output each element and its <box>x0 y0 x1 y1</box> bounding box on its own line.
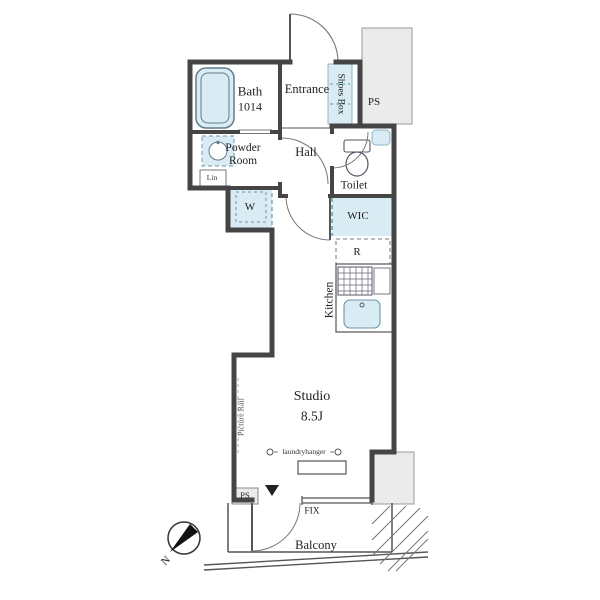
toilet-bowl <box>345 151 369 177</box>
studio-label: Studio <box>293 389 331 405</box>
ps-top-label: PS <box>367 95 381 108</box>
toilet-label: Toilet <box>338 179 370 193</box>
bath-number: 1014 <box>238 99 262 114</box>
balcony-outline <box>227 503 393 553</box>
studio-size: 8.5J <box>300 408 324 424</box>
kitchen-label: Kitchen <box>323 281 336 319</box>
shoes-box-label: Shoes Box <box>335 73 346 115</box>
hall-label: Hall <box>295 145 317 159</box>
pipe-space-bottom <box>371 451 415 505</box>
powder-room-label: Powder Room <box>225 142 261 167</box>
laundry-hook-right <box>334 448 342 456</box>
laundry-hanger-label: laundryhanger <box>280 446 328 457</box>
site-boundary-lines <box>203 551 429 571</box>
bathtub-inner <box>200 72 230 124</box>
wic-label: WIC <box>347 209 369 222</box>
bath-sliding-door <box>238 129 272 134</box>
wic-area <box>332 198 394 236</box>
entrance-label: Entrance <box>284 82 330 96</box>
ps-bottom-label: PS <box>240 490 250 501</box>
washer-symbol <box>235 191 267 223</box>
bath-label: Bath <box>237 83 263 99</box>
picture-rail-label: Picture Rail <box>236 398 246 436</box>
fix-label: FIX <box>304 506 320 517</box>
low-cabinet <box>297 460 347 475</box>
kitchen-faucet <box>359 302 365 308</box>
washbasin-faucet <box>216 140 220 145</box>
balcony-label: Balcony <box>295 538 337 552</box>
linen-label: Lin <box>206 172 218 182</box>
refrigerator-label: R <box>353 245 361 258</box>
shoes-box-cabinet <box>327 63 353 125</box>
laundry-hook-left <box>266 448 274 456</box>
entrance-door-arc <box>289 13 339 63</box>
exterior-walls <box>187 59 397 503</box>
direction-arrow <box>265 485 279 496</box>
fix-window <box>301 496 373 505</box>
toilet-tank <box>343 139 371 153</box>
toilet-door-arc <box>331 131 369 169</box>
washer-label: W <box>244 200 256 213</box>
refrigerator-space <box>335 238 391 266</box>
compass-needle <box>170 524 198 552</box>
neighbor-hatch <box>371 505 429 572</box>
kitchen-stove <box>337 266 373 296</box>
hall-door-arc <box>285 195 331 241</box>
pipe-space-top <box>361 27 413 125</box>
powder-door-arc <box>281 137 329 185</box>
balcony-door-arc <box>251 502 301 552</box>
kitchen-sink <box>343 299 381 329</box>
kitchen-stove-grid <box>338 267 372 295</box>
toilet-corner-basin <box>371 129 391 146</box>
kitchen-worktop <box>373 267 391 295</box>
interior-walls <box>190 60 396 198</box>
bathtub <box>195 67 235 129</box>
